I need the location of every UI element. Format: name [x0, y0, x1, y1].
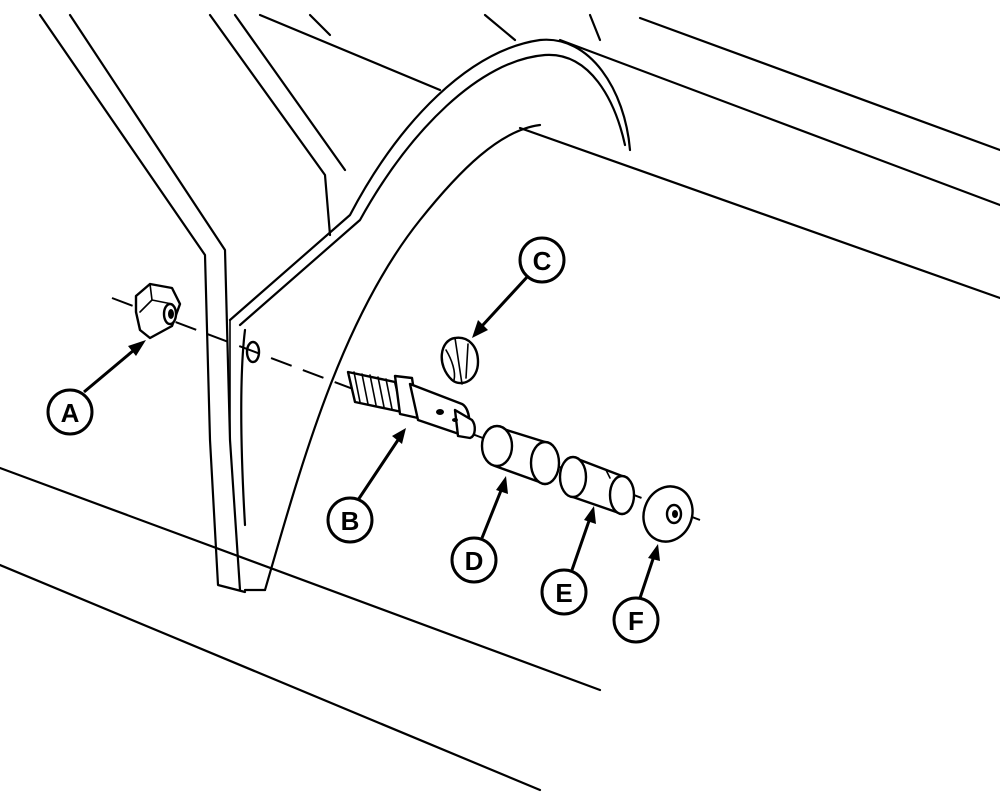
- callout-d: D: [450, 536, 498, 584]
- sleeve-e: [558, 455, 636, 516]
- side-plate: [228, 38, 632, 592]
- hex-nut-a: [134, 282, 182, 340]
- cotter-pin-c: [440, 336, 480, 385]
- callout-label-d: D: [465, 546, 484, 576]
- drum-body: [0, 13, 1000, 792]
- callout-label-b: B: [341, 506, 360, 536]
- callout-label-e: E: [555, 578, 572, 608]
- callout-e: E: [540, 568, 588, 616]
- stud-pin-b: [346, 370, 476, 440]
- callout-leaders: [83, 274, 660, 599]
- callout-b: B: [326, 496, 374, 544]
- frame-arm: [38, 13, 602, 594]
- callout-a: A: [46, 388, 94, 436]
- callout-f: F: [612, 596, 660, 644]
- callout-label-c: C: [533, 246, 552, 276]
- callout-label-f: F: [628, 606, 644, 636]
- bushing-d: [480, 424, 561, 486]
- washer-f: [642, 485, 694, 543]
- callout-c: C: [518, 236, 566, 284]
- callout-label-a: A: [61, 398, 80, 428]
